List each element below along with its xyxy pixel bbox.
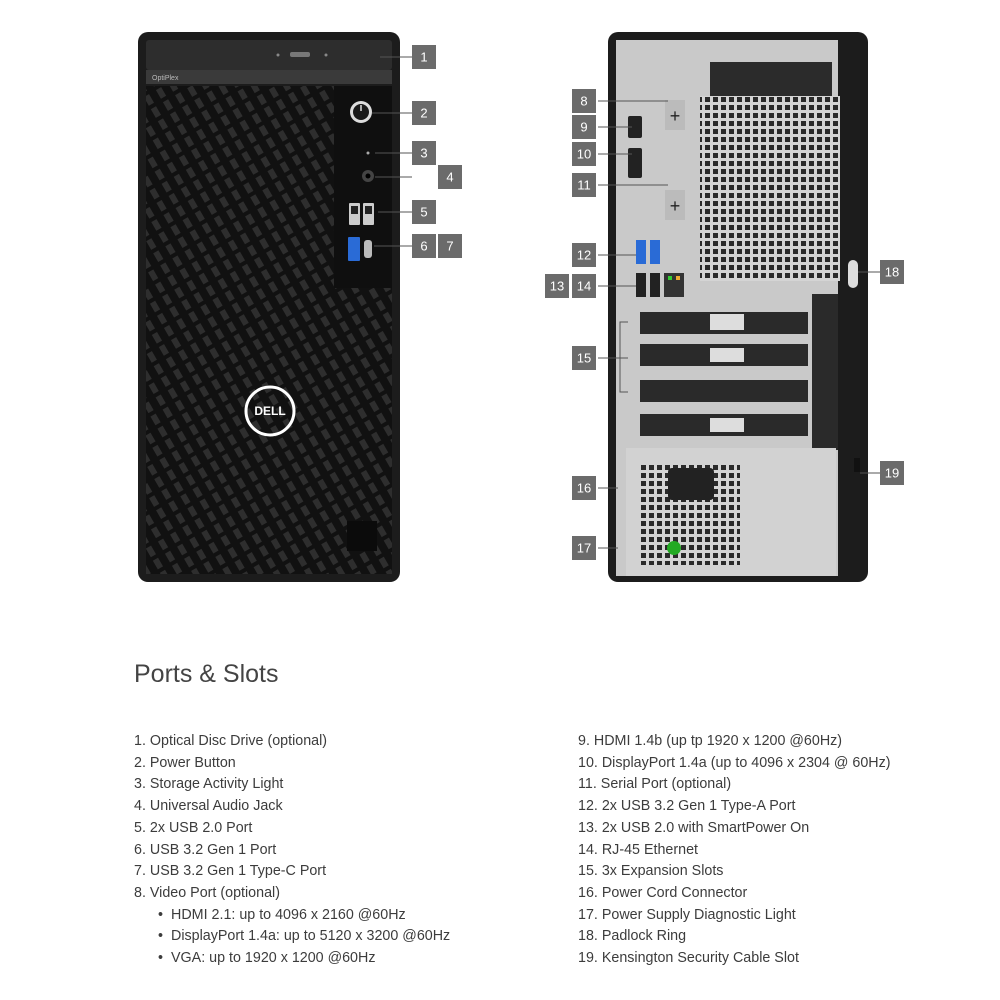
rj45-port <box>664 273 684 297</box>
port-item: 16. Power Cord Connector <box>578 884 748 901</box>
callout-4: 4 <box>438 165 462 189</box>
port-item: 11. Serial Port (optional) <box>578 776 732 793</box>
svg-text:+: + <box>670 106 681 126</box>
port-item: 1. Optical Disc Drive (optional) <box>134 733 328 749</box>
port-item: 17. Power Supply Diagnostic Light <box>578 906 796 923</box>
svg-text:3: 3 <box>420 146 427 161</box>
svg-text:12: 12 <box>577 248 591 263</box>
psu-diagnostic-light <box>667 541 681 555</box>
svg-text:8: 8 <box>580 94 587 109</box>
power-cord-connector <box>668 468 714 500</box>
port-item: 10. DisplayPort 1.4a (up to 4096 x 2304 … <box>578 754 891 771</box>
callout-18: 18 <box>880 260 904 284</box>
svg-text:+: + <box>670 196 681 216</box>
brand-label: OptiPlex <box>152 75 179 82</box>
svg-text:2: 2 <box>420 106 427 121</box>
rear-chassis: + + <box>608 32 868 582</box>
svg-text:11: 11 <box>577 178 591 193</box>
activity-light <box>366 151 370 155</box>
front-chassis: OptiPlex DELL <box>138 32 400 582</box>
logo-text: DELL <box>254 404 285 418</box>
callout-8: 8 <box>572 89 596 113</box>
port-item-label: 8. Video Port (optional) <box>134 884 280 901</box>
port-item: 6. USB 3.2 Gen 1 Port <box>134 841 277 858</box>
svg-text:14: 14 <box>577 279 591 294</box>
callout-13: 13 <box>545 274 569 298</box>
port-item: 13. 2x USB 2.0 with SmartPower On <box>578 819 810 836</box>
usb3-port <box>348 237 360 261</box>
callout-5: 5 <box>412 200 436 224</box>
svg-text:18: 18 <box>885 265 899 280</box>
rear-usb3-b <box>650 240 660 264</box>
rear-fan-grill <box>700 96 840 281</box>
svg-text:16: 16 <box>577 481 591 496</box>
callout-3: 3 <box>412 141 436 165</box>
port-item: 9. HDMI 1.4b (up tp 1920 x 1200 @60Hz) <box>578 733 843 749</box>
ports-list-right: 9. HDMI 1.4b (up tp 1920 x 1200 @60Hz) 1… <box>578 731 891 970</box>
video-port-options: HDMI 2.1: up to 4096 x 2160 @60Hz Displa… <box>134 905 450 970</box>
svg-text:5: 5 <box>420 205 427 220</box>
port-item: 7. USB 3.2 Gen 1 Type-C Port <box>134 863 327 880</box>
svg-text:13: 13 <box>550 279 564 294</box>
svg-text:1: 1 <box>420 50 427 65</box>
optical-drive-bay <box>146 40 392 70</box>
dell-logo <box>244 385 296 437</box>
expansion-slots <box>640 312 808 436</box>
callout-14: 14 <box>572 274 596 298</box>
callout-15: 15 <box>572 346 596 370</box>
callout-7: 7 <box>438 234 462 258</box>
callout-10: 10 <box>572 142 596 166</box>
product-illustration: OptiPlex DELL + + <box>138 32 904 582</box>
callout-2: 2 <box>412 101 436 125</box>
port-item: 18. Padlock Ring <box>578 928 687 945</box>
svg-text:10: 10 <box>577 147 591 162</box>
callout-19: 19 <box>880 461 904 485</box>
padlock-ring <box>848 260 858 288</box>
port-item: 5. 2x USB 2.0 Port <box>134 819 253 836</box>
callout-16: 16 <box>572 476 596 500</box>
ports-list-left: 1. Optical Disc Drive (optional) 2. Powe… <box>134 731 450 970</box>
svg-text:7: 7 <box>446 239 453 254</box>
callout-1: 1 <box>412 45 436 69</box>
svg-text:15: 15 <box>577 351 591 366</box>
port-item: 12. 2x USB 3.2 Gen 1 Type-A Port <box>578 798 796 815</box>
port-item: 4. Universal Audio Jack <box>134 798 283 815</box>
kensington-slot <box>854 458 860 472</box>
port-item: 19. Kensington Security Cable Slot <box>578 950 799 967</box>
port-item: 14. RJ-45 Ethernet <box>578 841 699 858</box>
callout-9: 9 <box>572 115 596 139</box>
port-item: 2. Power Button <box>134 754 236 771</box>
rear-usb2-b <box>650 273 660 297</box>
svg-text:4: 4 <box>446 170 453 185</box>
displayport <box>628 148 642 178</box>
svg-text:19: 19 <box>885 466 899 481</box>
port-item: 3. Storage Activity Light <box>134 776 284 793</box>
port-item: 15. 3x Expansion Slots <box>578 863 724 880</box>
front-mesh <box>146 86 334 574</box>
callout-17: 17 <box>572 536 596 560</box>
port-item-video: 8. Video Port (optional) HDMI 2.1: up to… <box>134 883 450 970</box>
usbc-port <box>364 240 372 258</box>
rear-usb2-a <box>636 273 646 297</box>
svg-text:9: 9 <box>580 120 587 135</box>
video-option: DisplayPort 1.4a: up to 5120 x 3200 @60H… <box>158 926 450 948</box>
callout-6: 6 <box>412 234 436 258</box>
callout-leaders <box>372 56 880 549</box>
section-title: Ports & Slots <box>134 660 279 688</box>
callout-11: 11 <box>572 173 596 197</box>
video-option: VGA: up to 1920 x 1200 @60Hz <box>158 948 450 970</box>
hdmi-port <box>628 116 642 138</box>
svg-text:6: 6 <box>420 239 427 254</box>
rear-usb3-a <box>636 240 646 264</box>
video-option: HDMI 2.1: up to 4096 x 2160 @60Hz <box>158 905 450 927</box>
callout-12: 12 <box>572 243 596 267</box>
svg-text:17: 17 <box>577 541 591 556</box>
